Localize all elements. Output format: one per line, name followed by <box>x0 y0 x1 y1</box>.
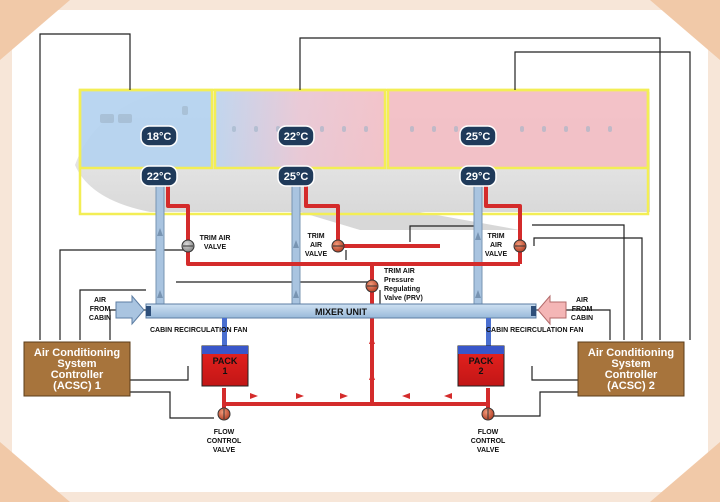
pack-1-label-line1: PACK <box>213 356 238 366</box>
acsc-2-line2: System <box>611 358 650 370</box>
flow-control-valve-2-label-1: FLOW <box>478 429 499 436</box>
acsc-1-line3: Controller <box>51 369 104 381</box>
temp-badge-aft <box>459 125 497 147</box>
control-wiring <box>39 33 691 419</box>
acsc-2-line1: Air Conditioning <box>588 347 674 359</box>
air-from-cabin-left-2: FROM <box>90 306 111 313</box>
pack2-outlet-duct <box>486 318 491 350</box>
hot-air-ducts <box>166 186 522 414</box>
zone-borders <box>78 88 650 216</box>
cold-duct-outlines <box>155 186 483 304</box>
temp-forward: 22°C <box>284 131 309 143</box>
component-labels: TRIM AIR VALVE TRIM AIR VALVE TRIM AIR V… <box>89 233 593 454</box>
trim-air-valve-forward-label-1: TRIM <box>307 233 324 240</box>
temp-aft-duct: 29°C <box>466 171 491 183</box>
corner-decoration <box>0 442 70 502</box>
prv-label-1: TRIM AIR <box>384 268 415 275</box>
pack-2-label-line2: 2 <box>478 366 483 376</box>
zone-aft-cabin <box>388 90 648 168</box>
flow-arrows <box>250 336 452 399</box>
corner-decoration <box>650 0 720 60</box>
corner-decoration <box>0 0 70 60</box>
cabin-windows <box>100 106 612 132</box>
pack-2-cold-section <box>458 346 504 354</box>
acsc-2-line4: (ACSC) 2 <box>607 380 655 392</box>
air-from-cabin-left-arrow <box>115 294 145 326</box>
air-from-cabin-left-3: CABIN <box>89 315 111 322</box>
cold-flow-arrows <box>157 228 481 298</box>
cabin-recirc-fan-left: CABIN RECIRCULATION FAN <box>150 327 247 334</box>
trim-air-valve-aft-label-1: TRIM <box>487 233 504 240</box>
temp-badges: 18°C 22°C 22°C 25°C 25°C 29°C <box>140 125 497 187</box>
flow-control-valve-1-label-3: VALVE <box>213 447 236 454</box>
air-from-cabin-left-1: AIR <box>94 297 106 304</box>
acsc-1 <box>23 341 131 397</box>
trim-air-valve-aft-label-3: VALVE <box>485 251 508 258</box>
pack1-outlet-duct <box>222 318 227 350</box>
temp-badge-aft-duct <box>459 165 497 187</box>
prv-label-4: Valve (PRV) <box>384 295 423 302</box>
temp-badge-cockpit-duct <box>140 165 178 187</box>
trim-air-valve-cockpit-label-2: VALVE <box>204 244 227 251</box>
prv-label-2: Pressure <box>384 277 414 284</box>
trim-air-valve-aft-label-2: AIR <box>490 242 502 249</box>
air-from-cabin-right-arrow <box>537 294 567 326</box>
mixer-unit-label: MIXER UNIT <box>315 307 368 317</box>
valve-stems <box>183 245 525 419</box>
temp-badge-cockpit <box>140 125 178 147</box>
air-from-cabin-right-2: FROM <box>572 306 593 313</box>
temp-badge-forward <box>277 125 315 147</box>
air-from-cabin-right-1: AIR <box>576 297 588 304</box>
flow-control-valve-2-label-2: CONTROL <box>471 438 506 445</box>
prv-label-3: Regulating <box>384 286 420 293</box>
acsc-1-line1: Air Conditioning <box>34 347 120 359</box>
panel <box>12 10 708 492</box>
trim-air-valve-cockpit-label-1: TRIM AIR <box>200 235 231 242</box>
temp-cockpit: 18°C <box>147 131 172 143</box>
flow-control-valve-1-label-1: FLOW <box>214 429 235 436</box>
acsc-1-line4: (ACSC) 1 <box>53 380 101 392</box>
trim-air-valve-forward-label-2: AIR <box>310 242 322 249</box>
recirc-fan-right <box>531 306 536 316</box>
pack-1-cold-section <box>202 346 248 354</box>
corner-decoration <box>650 442 720 502</box>
pack-2-label-line1: PACK <box>469 356 494 366</box>
recirc-fan-left <box>146 306 151 316</box>
cabin-recirc-fan-right: CABIN RECIRCULATION FAN <box>486 327 583 334</box>
acsc-2-line3: Controller <box>605 369 658 381</box>
temp-cockpit-duct: 22°C <box>147 171 172 183</box>
acsc-1-line2: System <box>57 358 96 370</box>
temp-forward-duct: 25°C <box>284 171 309 183</box>
flow-control-valve-1-label-2: CONTROL <box>207 438 242 445</box>
air-from-cabin-right-3: CABIN <box>571 315 593 322</box>
acsc-2 <box>577 341 685 397</box>
temp-aft: 25°C <box>466 131 491 143</box>
temp-badge-forward-duct <box>277 165 315 187</box>
trim-air-valve-forward-label-3: VALVE <box>305 251 328 258</box>
flow-control-valve-2-label-3: VALVE <box>477 447 500 454</box>
pack-1-label-line2: 1 <box>222 366 227 376</box>
